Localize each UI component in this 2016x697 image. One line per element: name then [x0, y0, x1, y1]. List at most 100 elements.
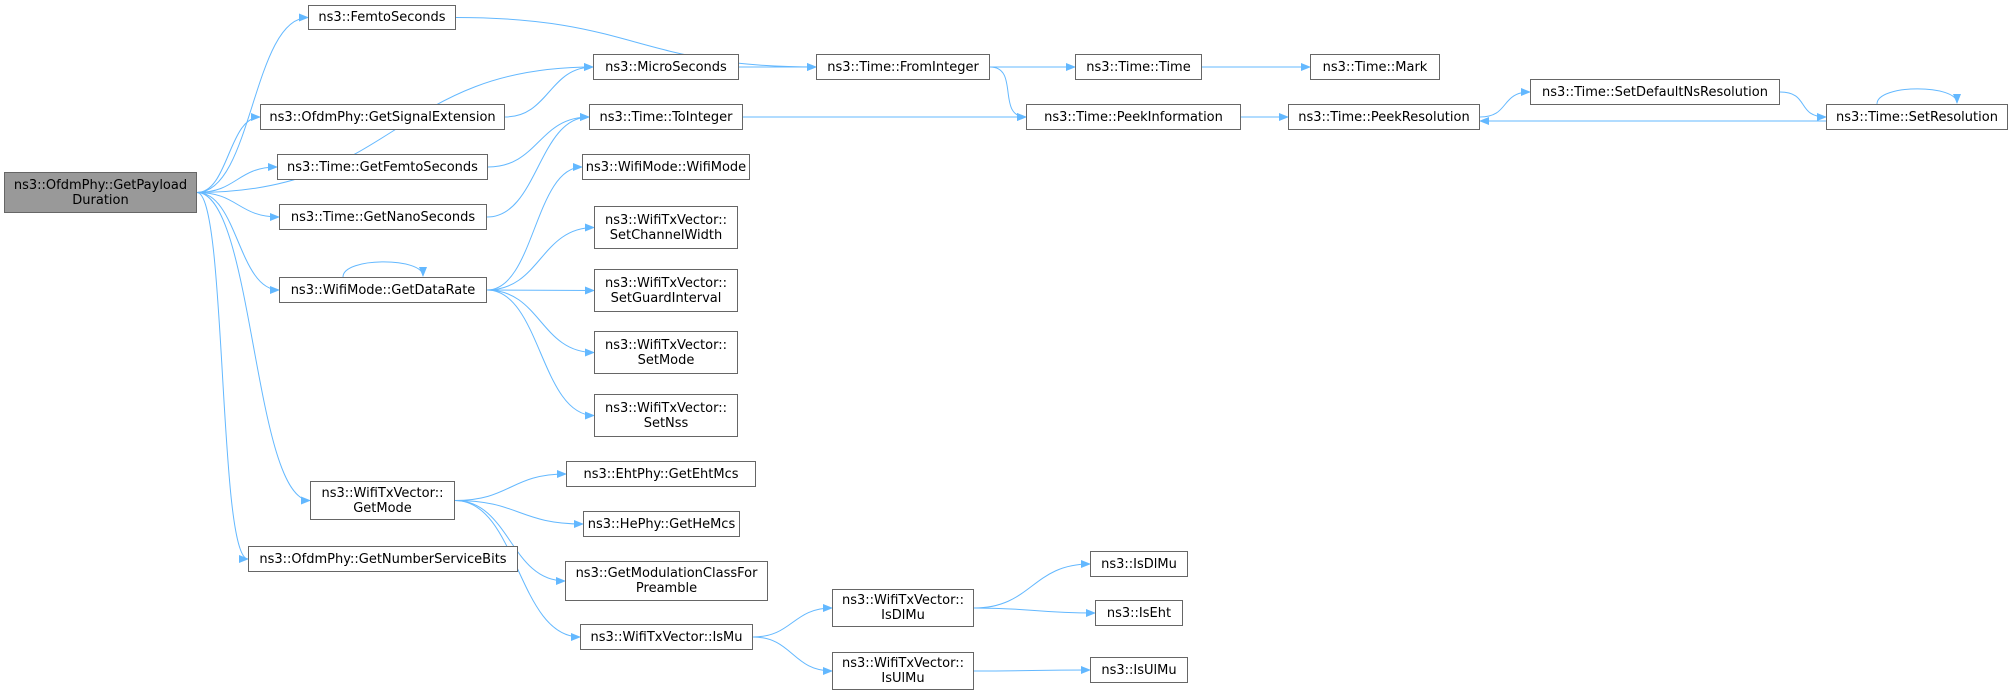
edge-isulmu_v-to-isulmu	[973, 666, 1091, 675]
node-wifimode[interactable]: ns3::WifiMode::WifiMode	[582, 154, 750, 180]
edge-getmode-to-modclass	[454, 500, 566, 585]
node-peekres[interactable]: ns3::Time::PeekResolution	[1288, 104, 1480, 130]
edge-root-to-getdatarate	[196, 192, 280, 294]
edge-getdatarate-to-setgi	[486, 286, 595, 295]
edge-femto-to-fromint	[455, 17, 817, 71]
node-label: ns3::OfdmPhy::GetPayload	[13, 177, 188, 193]
node-ehtmcs[interactable]: ns3::EhtPhy::GetEhtMcs	[566, 461, 756, 487]
node-label: ns3::OfdmPhy::GetSignalExtension	[269, 109, 496, 125]
node-micro[interactable]: ns3::MicroSeconds	[593, 54, 739, 80]
edge-root-to-sigext	[196, 113, 261, 193]
edge-isdlmu_v-to-isdlmu	[973, 560, 1091, 609]
edge-ismu-to-isdlmu_v	[752, 604, 833, 638]
node-label: ns3::WifiTxVector::	[604, 337, 727, 353]
node-isdlmu[interactable]: ns3::IsDlMu	[1090, 551, 1188, 577]
edge-getdatarate-to-setnss	[486, 289, 595, 420]
node-label: ns3::WifiTxVector::	[604, 400, 727, 416]
node-label: ns3::IsEht	[1106, 605, 1172, 621]
node-setres[interactable]: ns3::Time::SetResolution	[1826, 104, 2008, 130]
node-label: ns3::WifiTxVector::	[604, 275, 727, 291]
edge-root-to-femto	[196, 13, 309, 193]
edge-setres-self	[1876, 88, 1961, 105]
node-label: ns3::WifiTxVector::	[604, 212, 727, 228]
edge-setdefns-to-setres	[1779, 91, 1827, 121]
node-setgi[interactable]: ns3::WifiTxVector::SetGuardInterval	[594, 269, 738, 312]
node-label: ns3::Time::PeekResolution	[1298, 109, 1470, 125]
node-peekinfo[interactable]: ns3::Time::PeekInformation	[1026, 104, 1241, 130]
node-label: SetGuardInterval	[610, 290, 722, 306]
node-getfemto[interactable]: ns3::Time::GetFemtoSeconds	[277, 154, 488, 180]
node-setmode[interactable]: ns3::WifiTxVector::SetMode	[594, 331, 738, 374]
edge-getfemto-to-toint	[487, 113, 590, 168]
node-label: ns3::WifiTxVector::IsMu	[590, 629, 743, 645]
node-label: ns3::Time::SetResolution	[1836, 109, 1998, 125]
edge-getmode-to-ehtmcs	[454, 470, 567, 501]
edge-getdatarate-self	[342, 261, 427, 278]
node-label: SetChannelWidth	[609, 227, 723, 243]
node-label: ns3::EhtPhy::GetEhtMcs	[583, 466, 739, 482]
node-getmode[interactable]: ns3::WifiTxVector::GetMode	[310, 481, 455, 520]
node-label: ns3::Time::ToInteger	[599, 109, 733, 125]
node-numsvc[interactable]: ns3::OfdmPhy::GetNumberServiceBits	[248, 546, 518, 572]
node-isulmu_v[interactable]: ns3::WifiTxVector::IsUlMu	[832, 652, 974, 690]
node-label: ns3::Time::FromInteger	[827, 59, 979, 75]
edge-peekres-to-setdefns	[1479, 88, 1531, 118]
node-label: Duration	[72, 192, 129, 208]
node-label: ns3::HePhy::GetHeMcs	[587, 516, 736, 532]
node-label: ns3::IsUlMu	[1101, 662, 1177, 678]
node-sigext[interactable]: ns3::OfdmPhy::GetSignalExtension	[260, 104, 505, 130]
node-label: Preamble	[635, 581, 698, 596]
node-setcw[interactable]: ns3::WifiTxVector::SetChannelWidth	[594, 206, 738, 249]
edge-root-to-getnano	[196, 192, 280, 221]
node-label: ns3::MicroSeconds	[605, 59, 727, 75]
node-label: ns3::WifiTxVector::	[841, 593, 964, 608]
node-label: ns3::Time::GetNanoSeconds	[290, 209, 476, 225]
edge-root-to-getfemto	[196, 163, 278, 193]
node-timetime[interactable]: ns3::Time::Time	[1075, 54, 1202, 80]
edge-isdlmu_v-to-iseht	[973, 607, 1096, 617]
node-label: ns3::WifiTxVector::	[321, 485, 444, 501]
node-toint[interactable]: ns3::Time::ToInteger	[589, 104, 743, 130]
node-label: ns3::Time::GetFemtoSeconds	[287, 159, 478, 175]
node-fromint[interactable]: ns3::Time::FromInteger	[816, 54, 990, 80]
node-label: SetMode	[637, 352, 695, 368]
node-label: ns3::Time::SetDefaultNsResolution	[1542, 84, 1768, 100]
node-setnss[interactable]: ns3::WifiTxVector::SetNss	[594, 394, 738, 437]
node-isdlmu_v[interactable]: ns3::WifiTxVector::IsDlMu	[832, 589, 974, 627]
node-iseht[interactable]: ns3::IsEht	[1095, 600, 1183, 626]
edge-getnano-to-toint	[486, 113, 590, 218]
edge-getdatarate-to-wifimode	[486, 163, 583, 291]
node-label: ns3::Time::Mark	[1322, 59, 1428, 75]
edge-ismu-to-isulmu_v	[752, 636, 833, 675]
node-ismu[interactable]: ns3::WifiTxVector::IsMu	[580, 624, 753, 650]
edge-getdatarate-to-setcw	[486, 223, 595, 291]
edge-fromint-to-peekinfo	[989, 66, 1027, 121]
node-label: SetNss	[643, 415, 689, 431]
node-label: GetMode	[353, 500, 412, 516]
node-label: IsDlMu	[881, 608, 925, 623]
node-label: ns3::FemtoSeconds	[318, 10, 446, 25]
node-femto[interactable]: ns3::FemtoSeconds	[308, 5, 456, 30]
node-isulmu[interactable]: ns3::IsUlMu	[1090, 657, 1188, 683]
node-setdefns[interactable]: ns3::Time::SetDefaultNsResolution	[1530, 79, 1780, 105]
edge-sigext-to-micro	[504, 63, 594, 118]
node-label: ns3::Time::PeekInformation	[1044, 109, 1223, 125]
node-label: ns3::WifiTxVector::	[841, 656, 964, 671]
edge-root-to-numsvc	[196, 192, 249, 563]
node-getnano[interactable]: ns3::Time::GetNanoSeconds	[279, 204, 487, 230]
node-mark[interactable]: ns3::Time::Mark	[1310, 54, 1440, 80]
node-label: ns3::IsDlMu	[1101, 556, 1177, 572]
edge-getmode-to-hemcs	[454, 500, 584, 528]
edge-getdatarate-to-setmode	[486, 289, 595, 357]
node-label: ns3::Time::Time	[1086, 59, 1191, 75]
node-hemcs[interactable]: ns3::HePhy::GetHeMcs	[583, 511, 740, 537]
node-label: IsUlMu	[881, 671, 925, 686]
node-label: ns3::WifiMode::GetDataRate	[290, 282, 476, 298]
node-getdatarate[interactable]: ns3::WifiMode::GetDataRate	[279, 277, 487, 303]
edge-root-to-getmode	[196, 192, 311, 505]
node-label: ns3::WifiMode::WifiMode	[585, 159, 747, 175]
node-label: ns3::GetModulationClassFor	[575, 566, 758, 581]
